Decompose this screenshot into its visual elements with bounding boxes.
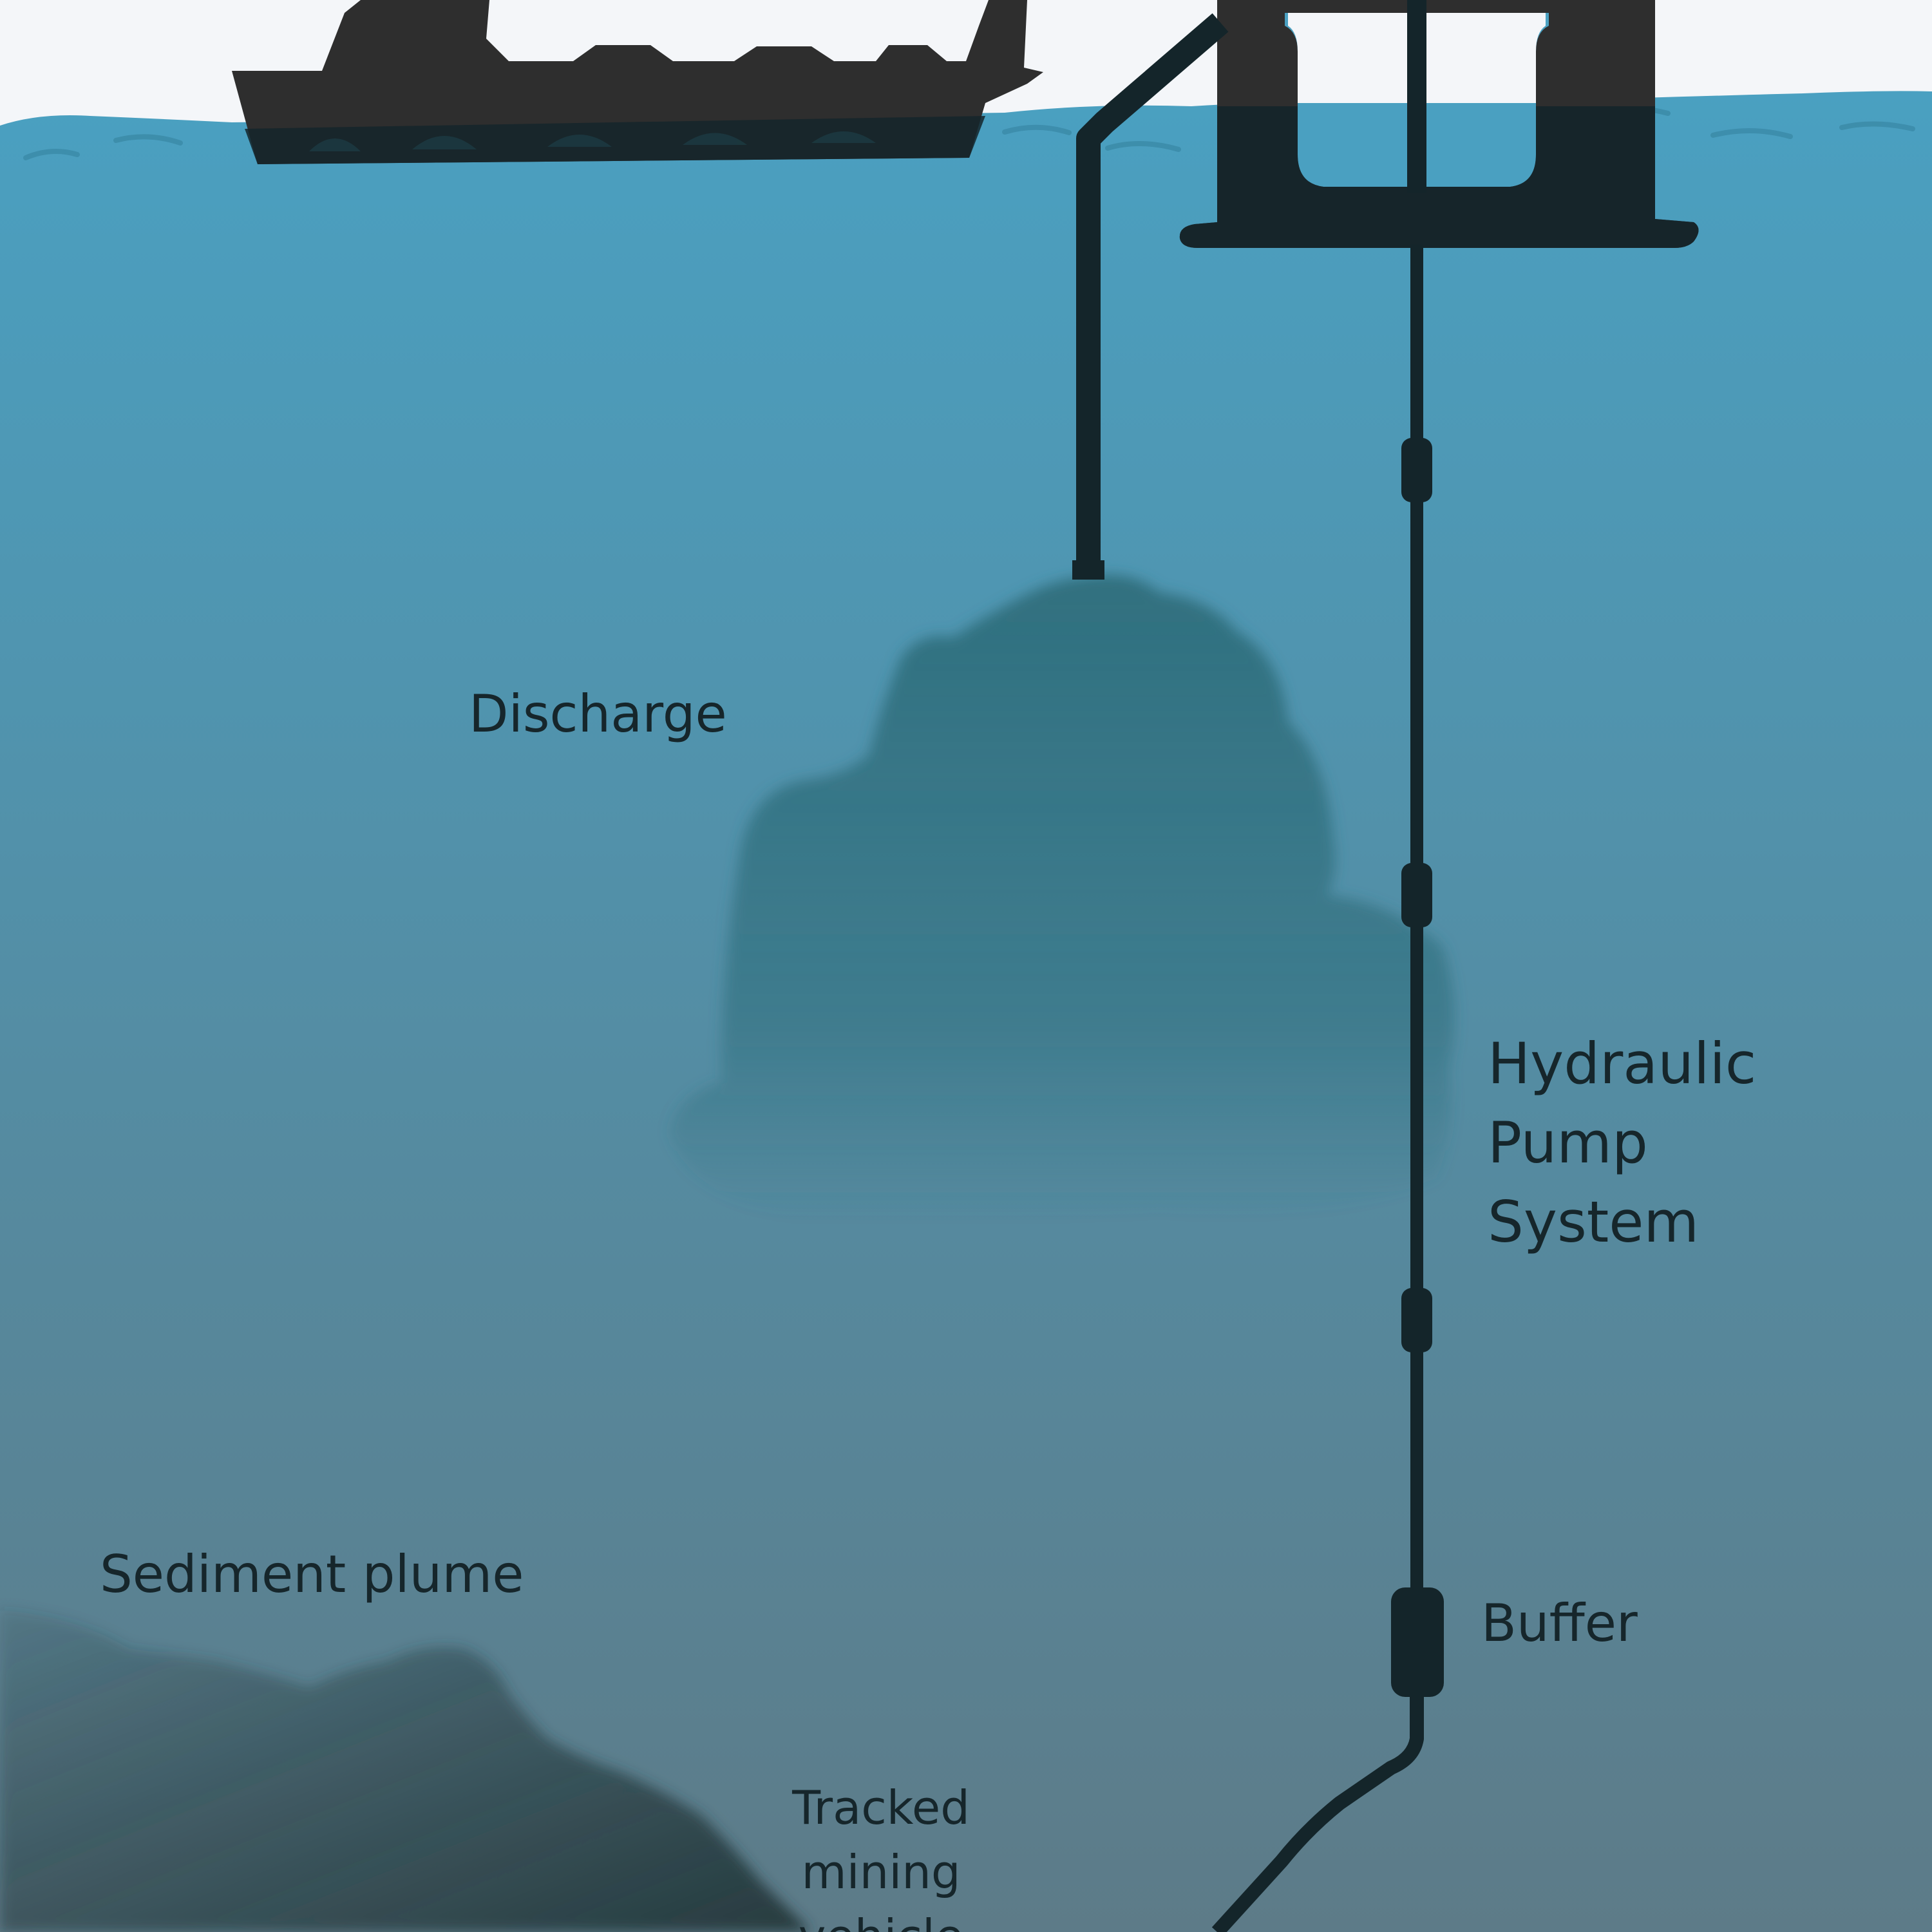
buffer-label: Buffer xyxy=(1481,1593,1638,1653)
pump-joint xyxy=(1401,438,1432,502)
ship-silhouette-icon xyxy=(232,0,1043,164)
discharge-label: Discharge xyxy=(469,684,727,744)
tracked-vehicle-label-line2: mining xyxy=(801,1845,960,1899)
riser-pipe xyxy=(1211,245,1444,1932)
buffer-unit xyxy=(1391,1587,1444,1697)
sediment-plume-label: Sediment plume xyxy=(100,1544,524,1604)
hydraulic-pump-label-line2: Pump xyxy=(1488,1110,1648,1176)
tracked-vehicle-label-line1: Tracked xyxy=(791,1781,970,1835)
discharge-pipe-outlet xyxy=(1072,560,1104,580)
pump-joint xyxy=(1401,1288,1432,1352)
pump-joint xyxy=(1401,863,1432,927)
hydraulic-pump-label-line1: Hydraulic xyxy=(1488,1030,1756,1097)
hydraulic-pump-label-line3: System xyxy=(1488,1189,1699,1255)
sediment-plume xyxy=(0,1610,811,1932)
discharge-plume xyxy=(670,574,1454,1220)
platform-silhouette-icon xyxy=(1179,0,1699,248)
discharge-pipe xyxy=(1076,13,1229,573)
flexible-hose xyxy=(1211,1694,1424,1932)
tracked-vehicle-label-line3: vehicle xyxy=(799,1909,963,1932)
